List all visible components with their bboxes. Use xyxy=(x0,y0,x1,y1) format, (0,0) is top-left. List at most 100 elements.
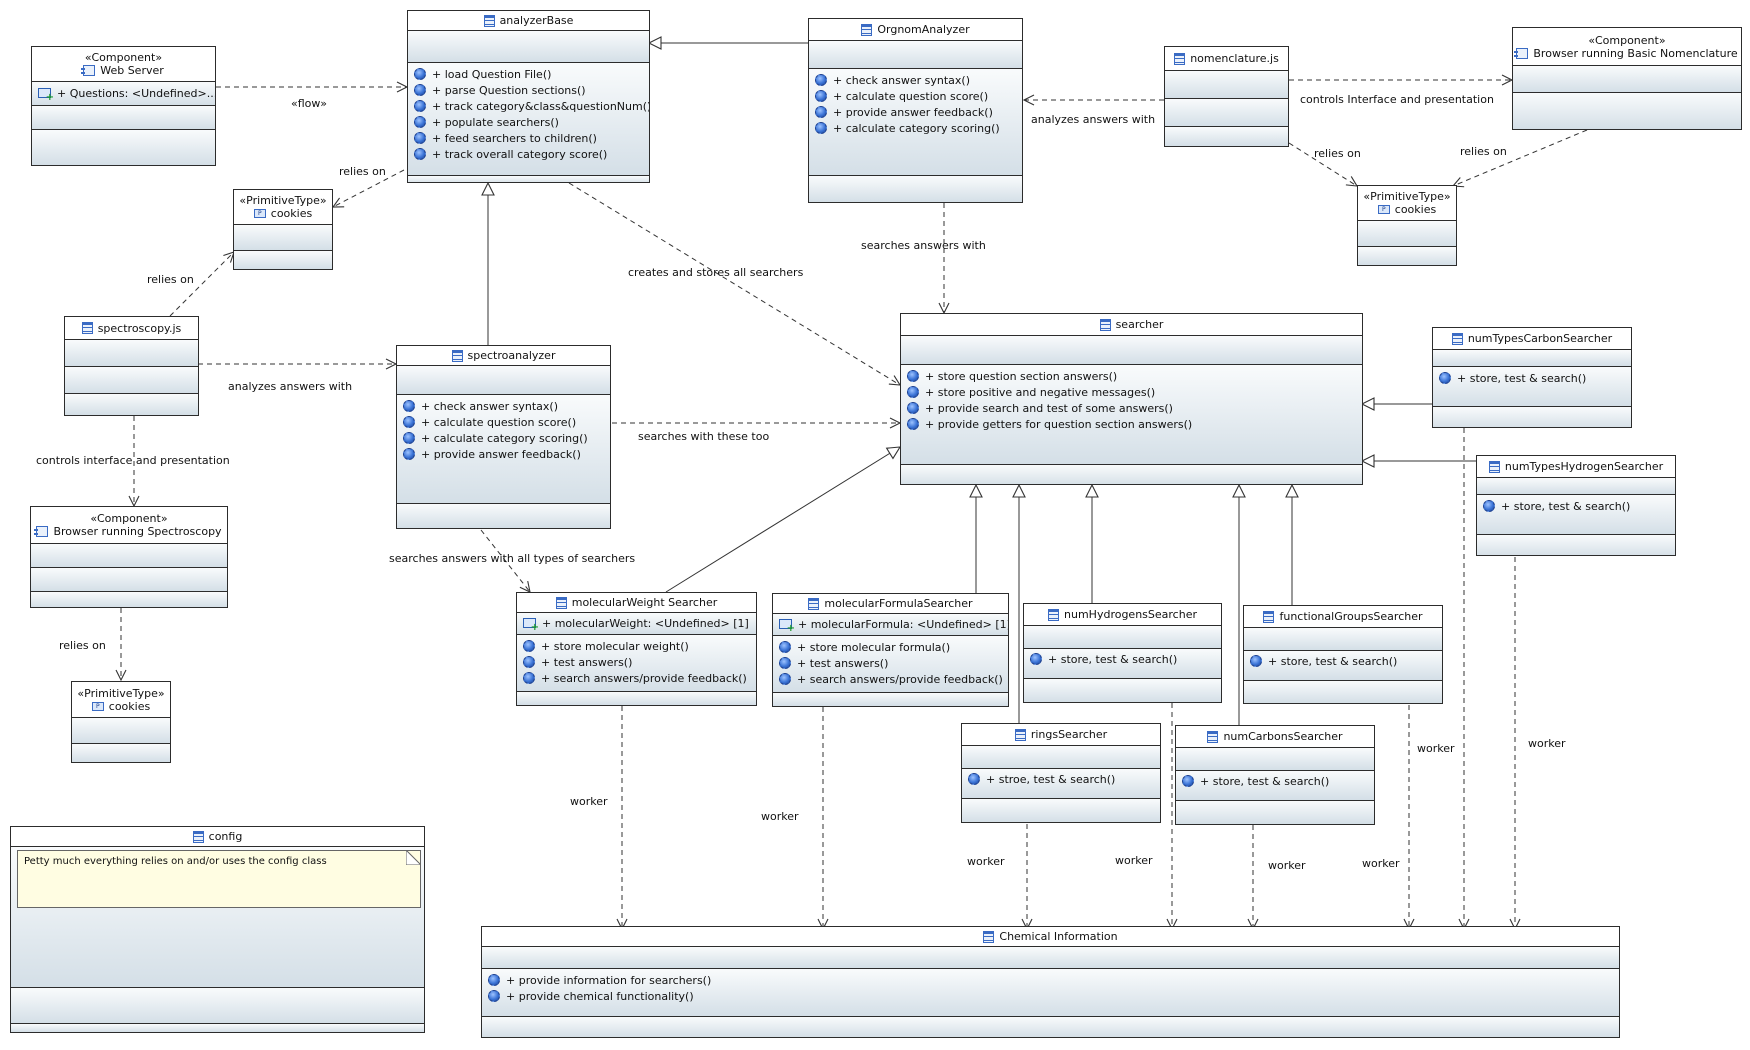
primitive-type-icon: P xyxy=(1377,205,1390,214)
class-icon xyxy=(81,322,93,334)
rings-searcher-class[interactable]: ringsSearcher + stroe, test & search() xyxy=(961,723,1161,823)
class-icon xyxy=(1048,608,1060,621)
chemical-information-class[interactable]: Chemical Information + provide informati… xyxy=(481,926,1620,1038)
box-title: nomenclature.js xyxy=(1190,52,1279,65)
worker-label: worker xyxy=(1115,854,1153,867)
attribute-icon xyxy=(779,619,795,634)
browser-spectroscopy-component[interactable]: «Component» Browser running Spectroscopy xyxy=(30,506,228,608)
num-types-carbon-searcher-class[interactable]: numTypesCarbonSearcher + store, test & s… xyxy=(1432,327,1632,428)
analyzes-answers-label: analyzes answers with xyxy=(1031,113,1156,126)
relies-on-label: relies on xyxy=(59,639,106,652)
spectroanalyzer-class[interactable]: spectroanalyzer + check answer syntax() … xyxy=(396,345,611,529)
functional-groups-searcher-class[interactable]: functionalGroupsSearcher + store, test &… xyxy=(1243,605,1443,704)
operation-icon xyxy=(907,386,919,398)
operation-text: + provide chemical functionality() xyxy=(506,989,694,1003)
operation-text: + provide answer feedback() xyxy=(421,447,581,461)
molecular-formula-searcher-class[interactable]: molecularFormulaSearcher + molecularForm… xyxy=(772,593,1009,707)
class-icon xyxy=(861,23,873,36)
worker-label: worker xyxy=(1417,742,1455,755)
box-title: Web Server xyxy=(100,64,164,77)
web-server-component[interactable]: «Component» Web Server + Questions: <Und… xyxy=(31,46,216,166)
attribute-text: + Questions: <Undefined>... xyxy=(57,86,216,100)
operation-text: + stroe, test & search() xyxy=(986,772,1116,786)
worker-label: worker xyxy=(570,795,608,808)
worker-label: worker xyxy=(1362,857,1400,870)
operation-text: + store, test & search() xyxy=(1048,652,1178,666)
searches-all-types-label: searches answers with all types of searc… xyxy=(389,552,636,565)
worker-label: worker xyxy=(967,855,1005,868)
operation-icon xyxy=(414,68,426,80)
operation-icon xyxy=(523,672,535,684)
primitive-stereotype: «PrimitiveType» xyxy=(239,194,327,207)
orgnomanalyzer-class[interactable]: OrgnomAnalyzer + check answer syntax() +… xyxy=(808,18,1023,203)
class-icon xyxy=(555,596,567,609)
searches-answers-label: searches answers with xyxy=(861,239,986,252)
box-title: cookies xyxy=(1394,203,1437,216)
attribute-text: + molecularWeight: <Undefined> [1] xyxy=(542,616,749,630)
attribute-icon xyxy=(523,618,539,633)
operation-icon xyxy=(779,657,791,669)
component-icon xyxy=(1514,47,1529,59)
class-icon xyxy=(1451,332,1463,345)
operation-icon xyxy=(815,74,827,86)
operation-icon xyxy=(1439,372,1451,384)
operation-text: + search answers/provide feedback() xyxy=(797,672,1003,686)
searches-all-connector xyxy=(480,529,530,592)
relies-on-connector-spectroscopy xyxy=(169,252,234,317)
primitive-stereotype: «PrimitiveType» xyxy=(1363,190,1451,203)
controls-interface-label: controls interface and presentation xyxy=(36,454,230,467)
box-title: spectroscopy.js xyxy=(97,321,182,335)
box-title: numCarbonsSearcher xyxy=(1223,730,1343,743)
operation-text: + test answers() xyxy=(541,655,633,669)
operation-icon xyxy=(815,90,827,102)
box-title: Chemical Information xyxy=(999,930,1118,943)
operation-text: + calculate question score() xyxy=(833,89,989,103)
box-title: molecularWeight Searcher xyxy=(571,596,718,609)
primitive-type-icon: P xyxy=(253,209,266,218)
operation-text: + check answer syntax() xyxy=(833,73,971,87)
operation-text: + provide search and test of some answer… xyxy=(925,401,1173,415)
relies-on-label: relies on xyxy=(1460,145,1507,158)
controls-interface-label: controls Interface and presentation xyxy=(1300,93,1494,106)
box-title: cookies xyxy=(270,207,313,220)
operation-text: + feed searchers to children() xyxy=(432,131,597,145)
operation-icon xyxy=(815,106,827,118)
class-icon xyxy=(1014,728,1026,741)
analyzes-answers-label: analyzes answers with xyxy=(228,380,353,393)
operation-text: + load Question File() xyxy=(432,67,552,81)
relies-on-connector-browser-nomenclature xyxy=(1453,129,1588,186)
operation-icon xyxy=(414,148,426,160)
class-icon xyxy=(192,830,204,843)
operation-text: + provide information for searchers() xyxy=(506,973,712,987)
box-title: molecularFormulaSearcher xyxy=(824,597,973,610)
class-icon xyxy=(483,14,495,27)
operation-text: + store molecular weight() xyxy=(541,639,689,653)
operation-text: + store positive and negative messages() xyxy=(925,385,1156,399)
spectroscopy-js-class[interactable]: spectroscopy.js xyxy=(64,316,199,416)
nomenclature-js-class[interactable]: nomenclature.js xyxy=(1164,46,1289,147)
class-icon xyxy=(451,349,463,362)
relies-on-connector-nomenclature xyxy=(1288,142,1357,186)
searcher-class[interactable]: searcher + store question section answer… xyxy=(900,313,1363,485)
searches-too-label: searches with these too xyxy=(638,430,770,443)
operation-icon xyxy=(1030,653,1042,665)
operation-text: + provide answer feedback() xyxy=(833,105,993,119)
operation-icon xyxy=(403,448,415,460)
component-stereotype: «Component» xyxy=(1588,33,1666,47)
worker-label: worker xyxy=(1268,859,1306,872)
molecular-weight-searcher-class[interactable]: molecularWeight Searcher + molecularWeig… xyxy=(516,592,757,706)
num-carbons-searcher-class[interactable]: numCarbonsSearcher + store, test & searc… xyxy=(1175,725,1375,825)
analyzerbase-class[interactable]: analyzerBase + load Question File() + pa… xyxy=(407,10,650,183)
num-types-hydrogen-searcher-class[interactable]: numTypesHydrogenSearcher + store, test &… xyxy=(1476,455,1676,556)
browser-nomenclature-component[interactable]: «Component» Browser running Basic Nomenc… xyxy=(1512,27,1742,130)
box-title: searcher xyxy=(1115,318,1164,331)
operation-icon xyxy=(523,656,535,668)
num-hydrogens-searcher-class[interactable]: numHydrogensSearcher + store, test & sea… xyxy=(1023,603,1222,703)
operation-icon xyxy=(403,416,415,428)
box-title: config xyxy=(208,830,243,843)
